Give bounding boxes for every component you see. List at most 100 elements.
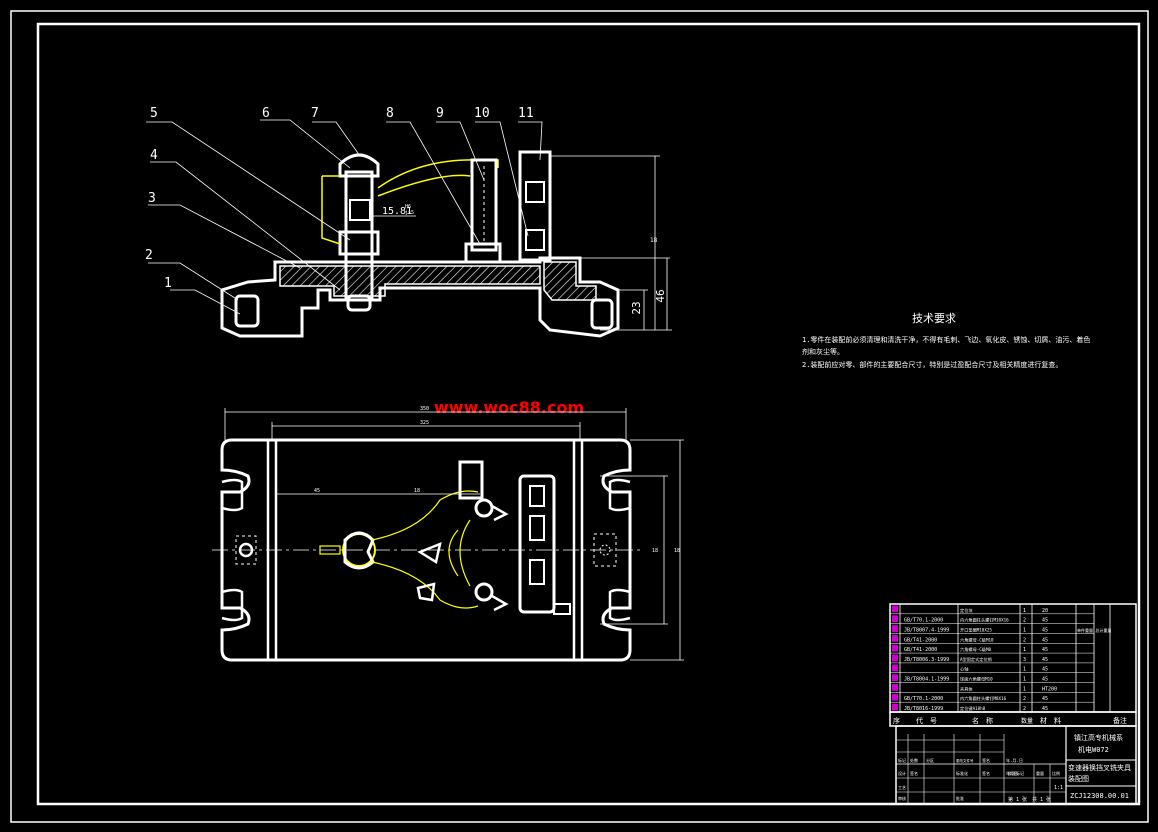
balloon-9: 9: [436, 106, 444, 121]
bom-cell-name: 定位键A18h8: [960, 705, 986, 712]
nut-lower: [338, 230, 380, 256]
tb-label-sign2: 签名: [910, 770, 918, 776]
outer-border: [10, 10, 1149, 823]
balloon-1: 1: [164, 276, 172, 291]
dim-plan-x2: 18: [414, 488, 420, 494]
plan-view: 350 325: [212, 406, 684, 662]
balloon-8: 8: [386, 106, 394, 121]
bom-cell-mat: 20: [1042, 608, 1048, 614]
bom-row-marker: [892, 605, 898, 613]
bom-cell-code: JB/T8006.3-1999: [904, 657, 949, 663]
tb-label-review: 审核: [898, 795, 906, 801]
tb-drawing-no: ZCJ12308.00.01: [1070, 792, 1129, 800]
bom-cell-name: 开口垫圈M10X25: [960, 626, 992, 633]
balloon-5: 5: [150, 106, 158, 121]
bom-row-marker: [892, 654, 898, 662]
tb-label-date: 年.月.日: [1006, 757, 1023, 763]
bom-cell-qty: 2: [1023, 637, 1026, 643]
plan-locating-block: [518, 474, 556, 614]
locating-block: [518, 150, 552, 262]
tb-label-count: 处数: [910, 757, 918, 763]
bom-cell-name: A型固定式定位销: [960, 656, 992, 663]
tb-label-zone: 分区: [926, 757, 934, 763]
bom-cell-mat: 45: [1042, 706, 1048, 712]
balloon-10: 10: [474, 106, 490, 121]
bom-cell-qty: 3: [1023, 657, 1026, 663]
bom-cell-mat: 45: [1042, 657, 1048, 663]
bom-cell-mat: HT200: [1042, 686, 1057, 692]
dim-46: 46: [654, 289, 667, 302]
tech-line-1: 1.零件在装配前必须清理和清洗干净，不得有毛刺、飞边、氧化皮、锈蚀、切屑、油污、…: [802, 335, 1090, 344]
dim-fit: 15.81: [382, 206, 412, 217]
dim-plan-x1: 45: [314, 488, 320, 494]
bom-cell-name: 夹具体: [960, 685, 973, 692]
bom-cell-name: 心轴: [960, 666, 968, 673]
tb-label-mark: 标记: [898, 757, 906, 763]
tb-label-sign3: 签名: [982, 770, 990, 776]
tb-ratio: 比例: [1052, 770, 1060, 776]
balloon-3: 3: [148, 191, 156, 206]
bom-cell-name: 定位块: [960, 607, 973, 614]
tb-scale: 1:1: [1054, 785, 1063, 791]
nut-mid: [464, 242, 502, 264]
bom-cell-qty: 1: [1023, 647, 1026, 653]
bom-cell-qty: 1: [1023, 627, 1026, 633]
tb-label-design: 设计: [898, 770, 906, 776]
tb-label-std: 标准化: [956, 770, 968, 776]
support-pin: [470, 158, 498, 252]
balloon-6: 6: [262, 106, 270, 121]
tb-school: 镇江高专机械系: [1074, 733, 1123, 742]
right-key: [590, 298, 614, 330]
bom-h-seq: 序: [893, 716, 900, 725]
bom-cell-code: JB/T8016-1999: [904, 706, 943, 712]
bom-row-marker: [892, 634, 898, 642]
tb-stage: 阶段标记: [1008, 770, 1024, 776]
bom-h-qty: 数量: [1021, 717, 1033, 725]
bom-cell-mat: 45: [1042, 618, 1048, 624]
bom-cell-mat: 45: [1042, 696, 1048, 702]
dim-plan-h2: 18: [674, 548, 680, 554]
balloon-11: 11: [518, 106, 534, 121]
bom-h-name: 名 称: [972, 716, 993, 725]
tb-sheets: 第 1 张 共 1 张: [1008, 796, 1051, 803]
pin-window: [349, 199, 371, 221]
tb-label-change: 更改文件号: [956, 758, 974, 763]
inner-border: [36, 22, 1141, 806]
bom-cell-code: JB/T8007.4-1999: [904, 627, 949, 633]
bom-cell-mat: 45: [1042, 647, 1048, 653]
bom-row-marker: [892, 625, 898, 632]
dim-side: 18: [650, 237, 658, 244]
tech-title: 技术要求: [912, 312, 956, 325]
bom-cell-code: GB/T41-2000: [904, 647, 937, 653]
tb-label-craft: 工艺: [898, 785, 906, 790]
bom-h-mat: 材 料: [1040, 716, 1061, 725]
dim-plan-inner: 325: [420, 420, 429, 426]
bom-cell-mat: 45: [1042, 677, 1048, 683]
tech-line-2: 剂和灰尘等。: [802, 347, 844, 356]
balloon-2: 2: [145, 248, 153, 263]
tb-label-approve: 批准: [956, 795, 964, 801]
bom-cell-code: GB/T41-2000: [904, 637, 937, 643]
balloons: 1 2 3 4 5 6 7 8 9 10 11: [145, 106, 534, 291]
bom-cell-qty: 2: [1023, 706, 1026, 712]
front-view: 18 46 23 15.81 H6 js5: [220, 150, 672, 338]
technical-requirements: 技术要求 1.零件在装配前必须清理和清洗干净，不得有毛刺、飞边、氧化皮、锈蚀、切…: [802, 312, 1090, 369]
tech-line-3: 2.装配前应对零、部件的主要配合尺寸，特别是过盈配合尺寸及相关精度进行复查。: [802, 360, 1062, 369]
bom-cell-qty: 2: [1023, 696, 1026, 702]
dim-23: 23: [630, 301, 643, 314]
bom-cell-qty: 2: [1023, 618, 1026, 624]
title-block: 标记 处数 分区 更改文件号 签名 年.月.日 设计 签名 标准化 签名 年月日…: [895, 725, 1137, 805]
bom-row-marker: [892, 684, 898, 691]
bom-cell-name: 六角螺母-C级M8: [960, 646, 992, 653]
bom-row-marker: [892, 615, 898, 623]
balloon-7: 7: [311, 106, 319, 121]
dim-fit-upper: H6: [405, 204, 411, 210]
bom-h-remark: 备注: [1113, 716, 1127, 725]
bom-side-note: 单件重量 总计重量: [1077, 627, 1111, 633]
bom-cell-mat: 45: [1042, 667, 1048, 673]
bom-cell-qty: 1: [1023, 686, 1026, 692]
body-section-hatch-right: [543, 261, 597, 301]
bom-row-marker: [892, 674, 898, 682]
